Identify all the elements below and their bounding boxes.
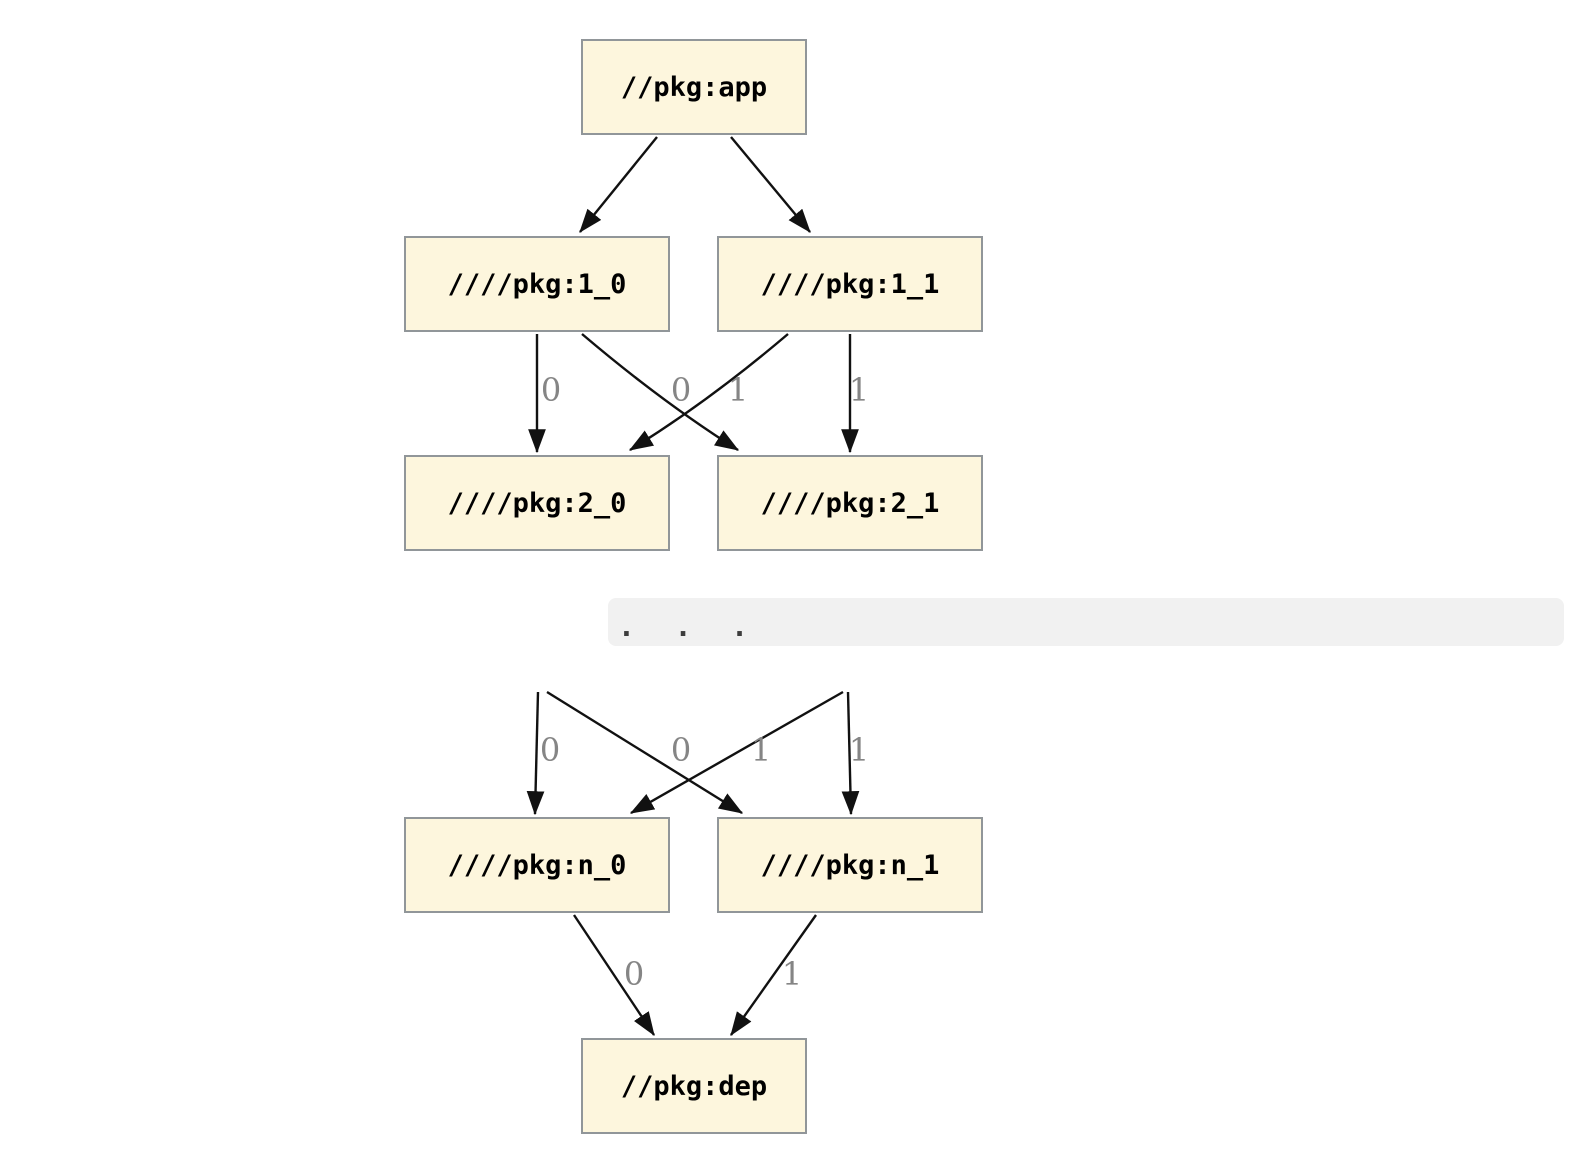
node-pkg-app: //pkg:app <box>581 39 807 135</box>
edge-label-n_1-straight: 1 <box>848 731 870 769</box>
edge-label-n_1-cross: 1 <box>750 731 772 769</box>
edge-ellipsis-to-n_0-cross <box>629 690 844 815</box>
node-pkg-2-1: ////pkg:2_1 <box>717 455 983 551</box>
edge-label-1_0-2_0: 0 <box>540 371 562 409</box>
edge-label-n_1-dep: 1 <box>781 955 803 993</box>
ellipsis-bar: . . . <box>608 598 1564 646</box>
edge-label-1_1-2_0: 0 <box>670 371 692 409</box>
node-pkg-2-0: ////pkg:2_0 <box>404 455 670 551</box>
edge-label-1_1-2_1: 1 <box>848 371 870 409</box>
edge-1_0-to-2_1 <box>581 333 740 452</box>
edge-n_0-to-dep <box>573 914 655 1036</box>
node-pkg-n-1: ////pkg:n_1 <box>717 817 983 913</box>
edge-label-n_0-dep: 0 <box>623 955 645 993</box>
edge-ellipsis-to-n_0-straight <box>526 691 545 816</box>
node-pkg-2-1-label: ////pkg:2_1 <box>760 487 940 519</box>
node-pkg-1-0: ////pkg:1_0 <box>404 236 670 332</box>
edge-app-to-1_0 <box>579 136 658 233</box>
edge-label-n_0-cross: 0 <box>670 731 692 769</box>
node-pkg-1-0-label: ////pkg:1_0 <box>447 268 627 300</box>
edge-ellipsis-to-n_1-cross <box>546 690 744 815</box>
edge-n_1-to-dep <box>730 914 817 1036</box>
ellipsis-dots: . . . <box>618 610 751 643</box>
node-pkg-app-label: //pkg:app <box>620 71 768 103</box>
edge-app-to-1_1 <box>730 136 811 233</box>
node-pkg-n-0-label: ////pkg:n_0 <box>447 849 627 881</box>
edge-ellipsis-to-n_1-straight <box>841 691 860 816</box>
edge-1_1-to-2_0 <box>628 333 789 452</box>
node-pkg-1-1-label: ////pkg:1_1 <box>760 268 940 300</box>
edge-label-1_0-2_1: 1 <box>727 371 749 409</box>
node-pkg-n-1-label: ////pkg:n_1 <box>760 849 940 881</box>
edge-label-n_0-straight: 0 <box>539 731 561 769</box>
node-pkg-1-1: ////pkg:1_1 <box>717 236 983 332</box>
node-pkg-dep: //pkg:dep <box>581 1038 807 1134</box>
node-pkg-n-0: ////pkg:n_0 <box>404 817 670 913</box>
node-pkg-2-0-label: ////pkg:2_0 <box>447 487 627 519</box>
node-pkg-dep-label: //pkg:dep <box>620 1070 768 1102</box>
